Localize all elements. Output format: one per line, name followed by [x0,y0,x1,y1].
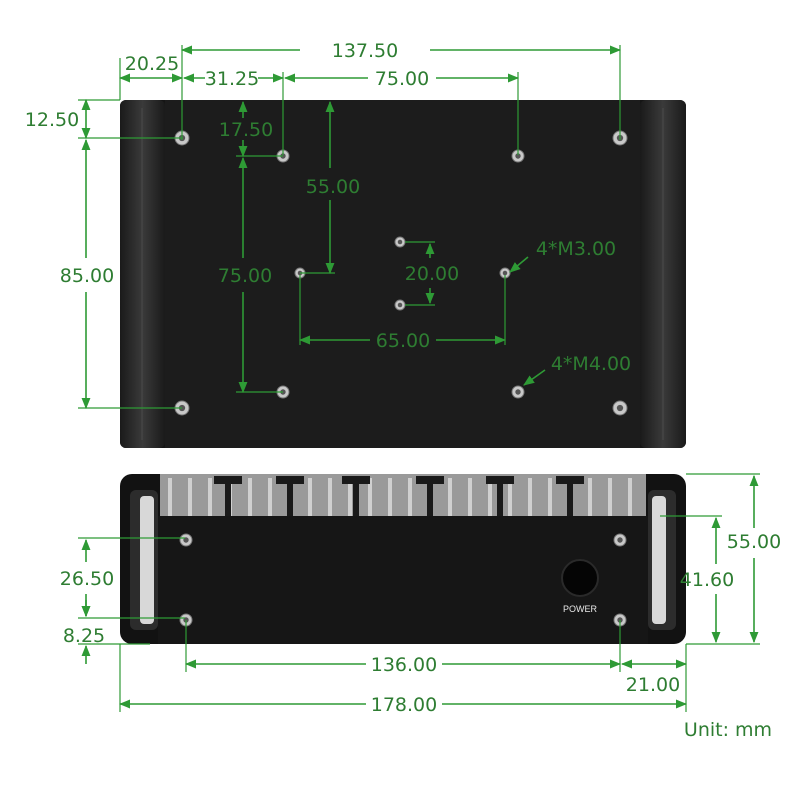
m4-screw-hole-icon [511,385,525,399]
top-view-device [120,100,686,448]
dim-body-height: 41.60 [680,569,734,591]
heatsink-rib [567,484,573,516]
top-view-dimension-lines [78,45,622,410]
heatsink-rib [556,476,584,484]
heatsink-fin [548,478,552,516]
front-view-device: POWER [120,474,686,644]
dim-vesa-left-height: 55.00 [306,176,360,198]
heatsink-fin [368,478,372,516]
dim-screw-span: 136.00 [371,654,437,676]
dim-vesa-height: 75.00 [218,265,272,287]
heatsink-fin [308,478,312,516]
heatsink-rib [416,476,444,484]
label-m4-screws: 4*M4.00 [551,353,631,375]
dim-vesa-width: 75.00 [375,68,429,90]
dim-mount-height: 85.00 [60,265,114,287]
power-label: POWER [563,604,598,614]
corner-screw-icon [612,400,628,416]
heatsink-rib [342,476,370,484]
dim-width-mount: 137.50 [332,40,398,62]
dim-vesa-offset: 31.25 [205,68,259,90]
label-m3-screws: 4*M3.00 [536,238,616,260]
heatsink-fin [168,478,172,516]
heatsink-fin [268,478,272,516]
heatsink-fin [628,478,632,516]
dim-left-screw-height: 26.50 [60,568,114,590]
heatsink-rib [497,484,503,516]
front-screw-icon [613,533,627,547]
m3-screw-hole-icon [394,299,406,311]
heatsink-rib [214,476,242,484]
heatsink-fins [168,476,632,516]
heatsink-fin [328,478,332,516]
dim-left-offset: 20.25 [125,53,179,75]
top-view-dimension-labels: 137.50 20.25 31.25 75.00 12.50 17.50 55.… [25,40,631,375]
m3-screw-hole-icon [394,236,406,248]
heatsink-fin [468,478,472,516]
heatsink-rib [225,484,231,516]
heatsink-fin [488,478,492,516]
heatsink-fin [588,478,592,516]
dim-vesa-top: 17.50 [219,119,273,141]
heatsink-fin [388,478,392,516]
power-button[interactable] [561,559,599,597]
dim-bottom-screw-offset: 8.25 [63,625,105,647]
heatsink-fin [528,478,532,516]
heatsink-rib [287,484,293,516]
front-screw-icon [179,533,193,547]
heatsink-fin [408,478,412,516]
dim-right-offset: 21.00 [626,674,680,696]
heatsink-rib [276,476,304,484]
dim-top-offset: 12.50 [25,109,79,131]
heatsink-rib [353,484,359,516]
m3-screw-hole-icon [499,267,511,279]
heatsink-rib [427,484,433,516]
heatsink-fin [188,478,192,516]
m4-screw-hole-icon [511,149,525,163]
unit-label: Unit: mm [684,719,772,741]
dim-total-height: 55.00 [727,531,781,553]
front-view-dimension-lines [78,473,760,712]
heatsink-rib [486,476,514,484]
dim-small-width: 65.00 [376,330,430,352]
heatsink-fin [508,478,512,516]
heatsink-fin [248,478,252,516]
heatsink-fin [608,478,612,516]
dim-total-width: 178.00 [371,694,437,716]
dim-small-height: 20.00 [405,263,459,285]
heatsink-fin [208,478,212,516]
heatsink-fin [448,478,452,516]
heatsink-fin [348,478,352,516]
front-view-dimension-labels: 26.50 8.25 136.00 21.00 178.00 41.60 55.… [60,531,781,741]
